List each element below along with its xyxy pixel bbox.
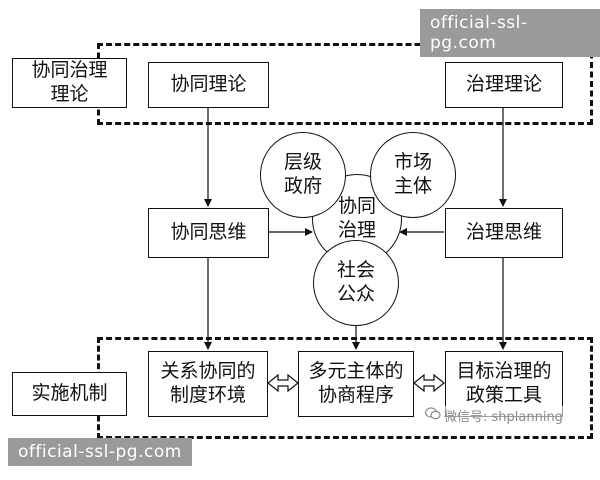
double-arrow-left [267, 373, 299, 393]
relation-environment-box: 关系协同的 制度环境 [148, 351, 268, 417]
public-circle: 社会 公众 [313, 240, 399, 326]
governance-thinking-box: 治理思维 [445, 208, 563, 258]
double-arrow-right [413, 373, 445, 393]
theory-header-box: 协同治理 理论 [12, 58, 127, 108]
wechat-watermark: 微信号: shplanning [424, 406, 563, 425]
procedure-box: 多元主体的 协商程序 [298, 351, 414, 417]
mechanism-header-box: 实施机制 [12, 372, 127, 416]
watermark-bottom: official-ssl-pg.com [8, 438, 192, 466]
synergy-thinking-box: 协同思维 [148, 208, 269, 258]
watermark-top: official-ssl-pg.com [420, 9, 600, 57]
government-circle: 层级 政府 [260, 132, 346, 218]
wechat-id-text: 微信号: shplanning [444, 410, 563, 425]
wechat-icon [424, 407, 441, 424]
governance-theory-box: 治理理论 [445, 62, 563, 108]
synergy-theory-box: 协同理论 [148, 62, 269, 108]
market-circle: 市场 主体 [370, 132, 456, 218]
